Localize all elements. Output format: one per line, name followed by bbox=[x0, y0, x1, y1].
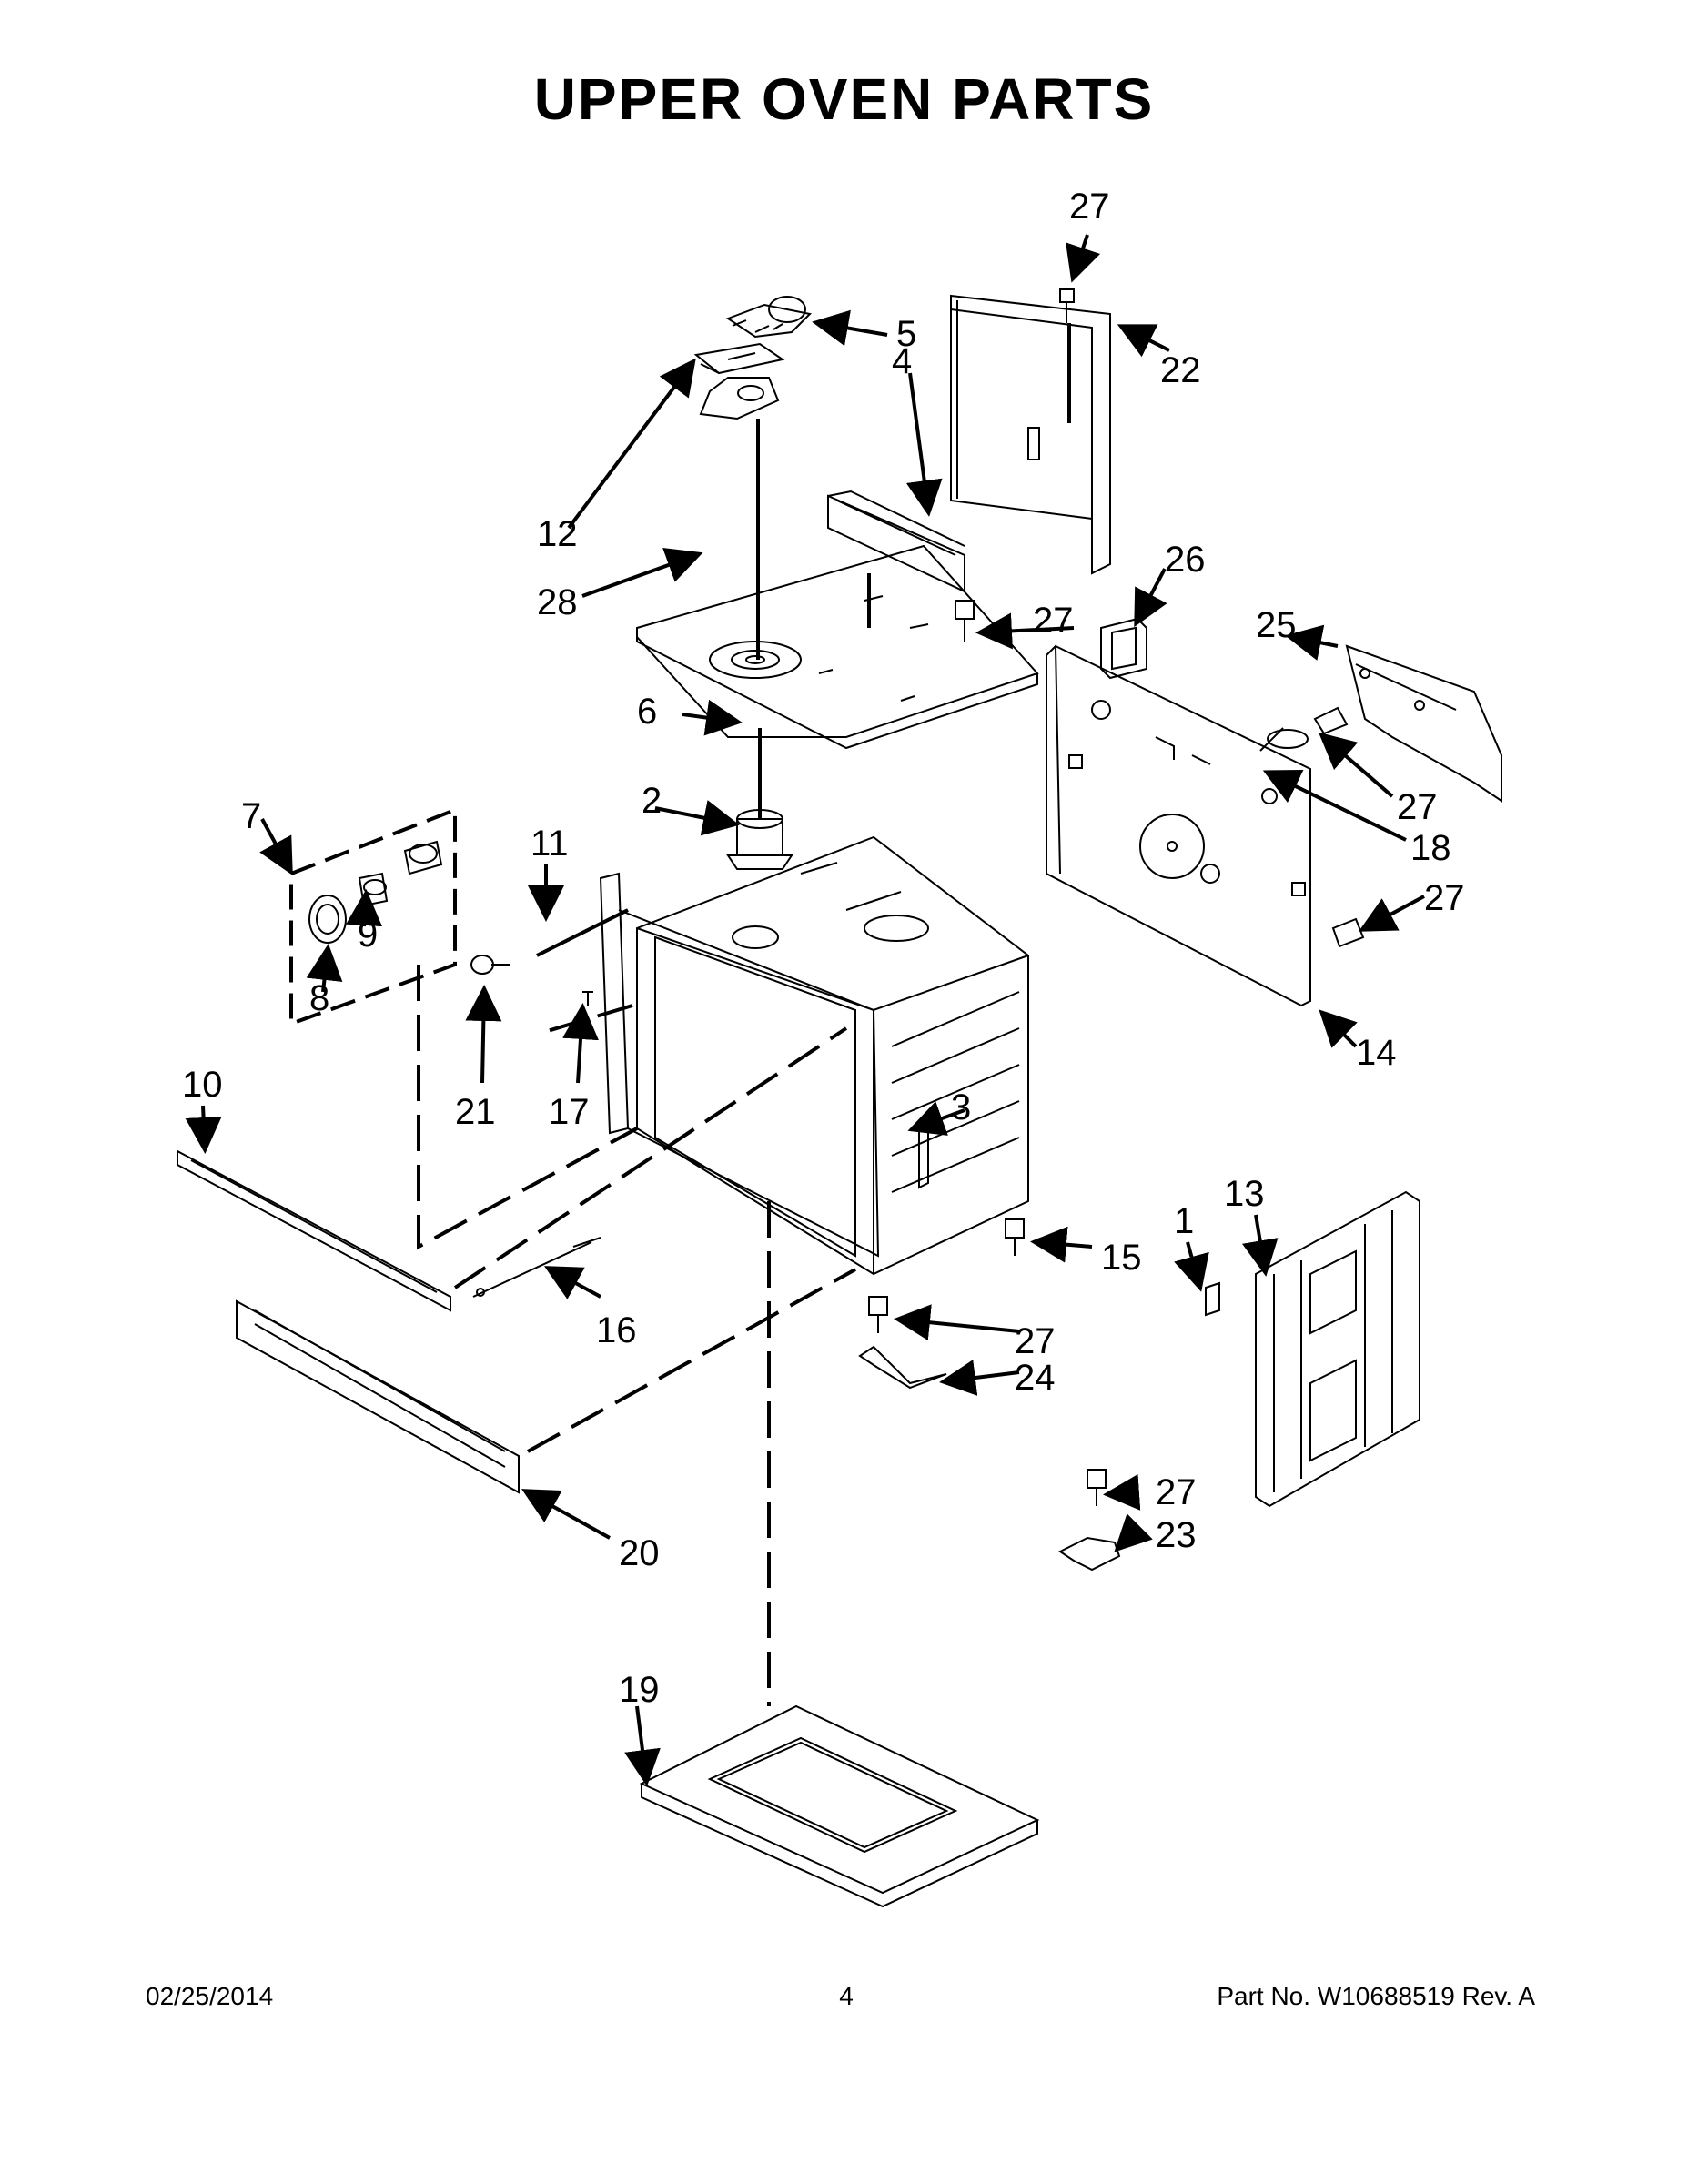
callout-label: 27 bbox=[1156, 1472, 1197, 1512]
callout-label: 23 bbox=[1156, 1515, 1197, 1555]
part-mount-bracket bbox=[1259, 727, 1309, 752]
callout-label: 26 bbox=[1165, 540, 1206, 580]
part-sensor bbox=[472, 1237, 601, 1298]
part-right-panel bbox=[1255, 1190, 1420, 1508]
part-side-panel bbox=[1046, 644, 1311, 1007]
callout-label: 12 bbox=[537, 514, 578, 554]
callout-label: 27 bbox=[1397, 787, 1438, 827]
part-knob-group-outline bbox=[289, 807, 457, 1026]
callout-label: 24 bbox=[1015, 1358, 1056, 1398]
callout-label: 2 bbox=[642, 781, 662, 821]
callout-label: 27 bbox=[1015, 1321, 1056, 1361]
part-thermal-control bbox=[725, 296, 813, 339]
callout-label: 9 bbox=[358, 915, 378, 955]
part-knob-single bbox=[470, 955, 510, 975]
callout-label: 19 bbox=[619, 1670, 660, 1710]
callout-labels: 27 5 22 12 4 28 26 27 25 6 27 18 27 2 7 … bbox=[182, 187, 1465, 1710]
part-side-bracket bbox=[1345, 644, 1502, 803]
callout-label: 25 bbox=[1256, 605, 1297, 645]
callout-label: 8 bbox=[309, 978, 329, 1018]
explosion-lines bbox=[417, 965, 856, 1706]
footer-date: 02/25/2014 bbox=[146, 1982, 274, 2010]
part-switch bbox=[1100, 617, 1147, 680]
callout-label: 27 bbox=[1033, 601, 1074, 641]
callout-label: 21 bbox=[455, 1092, 496, 1132]
part-bottom-panel bbox=[639, 1704, 1040, 1908]
callout-label: 10 bbox=[182, 1065, 223, 1105]
callout-label: 5 bbox=[896, 314, 916, 354]
part-trim-strip bbox=[177, 1149, 451, 1312]
footer-part-number: Part No. W10688519 Rev. A bbox=[1217, 1982, 1535, 2010]
callout-label: 22 bbox=[1160, 350, 1201, 390]
callout-label: 20 bbox=[619, 1533, 660, 1573]
callout-label: 16 bbox=[596, 1310, 637, 1350]
part-top-panel bbox=[636, 544, 1039, 750]
callout-label: 11 bbox=[531, 824, 569, 864]
part-rear-panel bbox=[950, 294, 1111, 575]
callout-label: 15 bbox=[1101, 1238, 1142, 1278]
part-rail bbox=[236, 1299, 520, 1494]
callout-label: 3 bbox=[951, 1087, 971, 1127]
leader-arrows bbox=[185, 234, 1425, 1786]
assembly-lines bbox=[536, 323, 1071, 957]
callout-label: 17 bbox=[549, 1092, 590, 1132]
part-bracket-24 bbox=[858, 1345, 947, 1390]
callout-label: 7 bbox=[241, 796, 261, 836]
part-brackets bbox=[693, 342, 785, 420]
part-bracket-23 bbox=[1058, 1536, 1121, 1572]
callout-label: 27 bbox=[1424, 878, 1465, 918]
part-screw-17 bbox=[582, 991, 593, 1006]
part-brace bbox=[827, 490, 965, 593]
callout-label: 14 bbox=[1356, 1033, 1397, 1073]
part-clip bbox=[1205, 1281, 1220, 1317]
callout-label: 1 bbox=[1174, 1201, 1194, 1241]
callout-label: 28 bbox=[537, 582, 578, 622]
callout-label: 27 bbox=[1069, 187, 1110, 227]
footer-page-number: 4 bbox=[839, 1982, 854, 2010]
part-oven-cavity bbox=[636, 835, 1029, 1276]
callout-label: 13 bbox=[1224, 1174, 1265, 1214]
callout-label: 6 bbox=[637, 692, 657, 732]
part-screws bbox=[868, 288, 1365, 1506]
callout-label: 18 bbox=[1410, 828, 1451, 868]
page-title: UPPER OVEN PARTS bbox=[533, 66, 1155, 132]
callout-label: 4 bbox=[892, 341, 912, 381]
part-front-frame bbox=[599, 872, 880, 1258]
